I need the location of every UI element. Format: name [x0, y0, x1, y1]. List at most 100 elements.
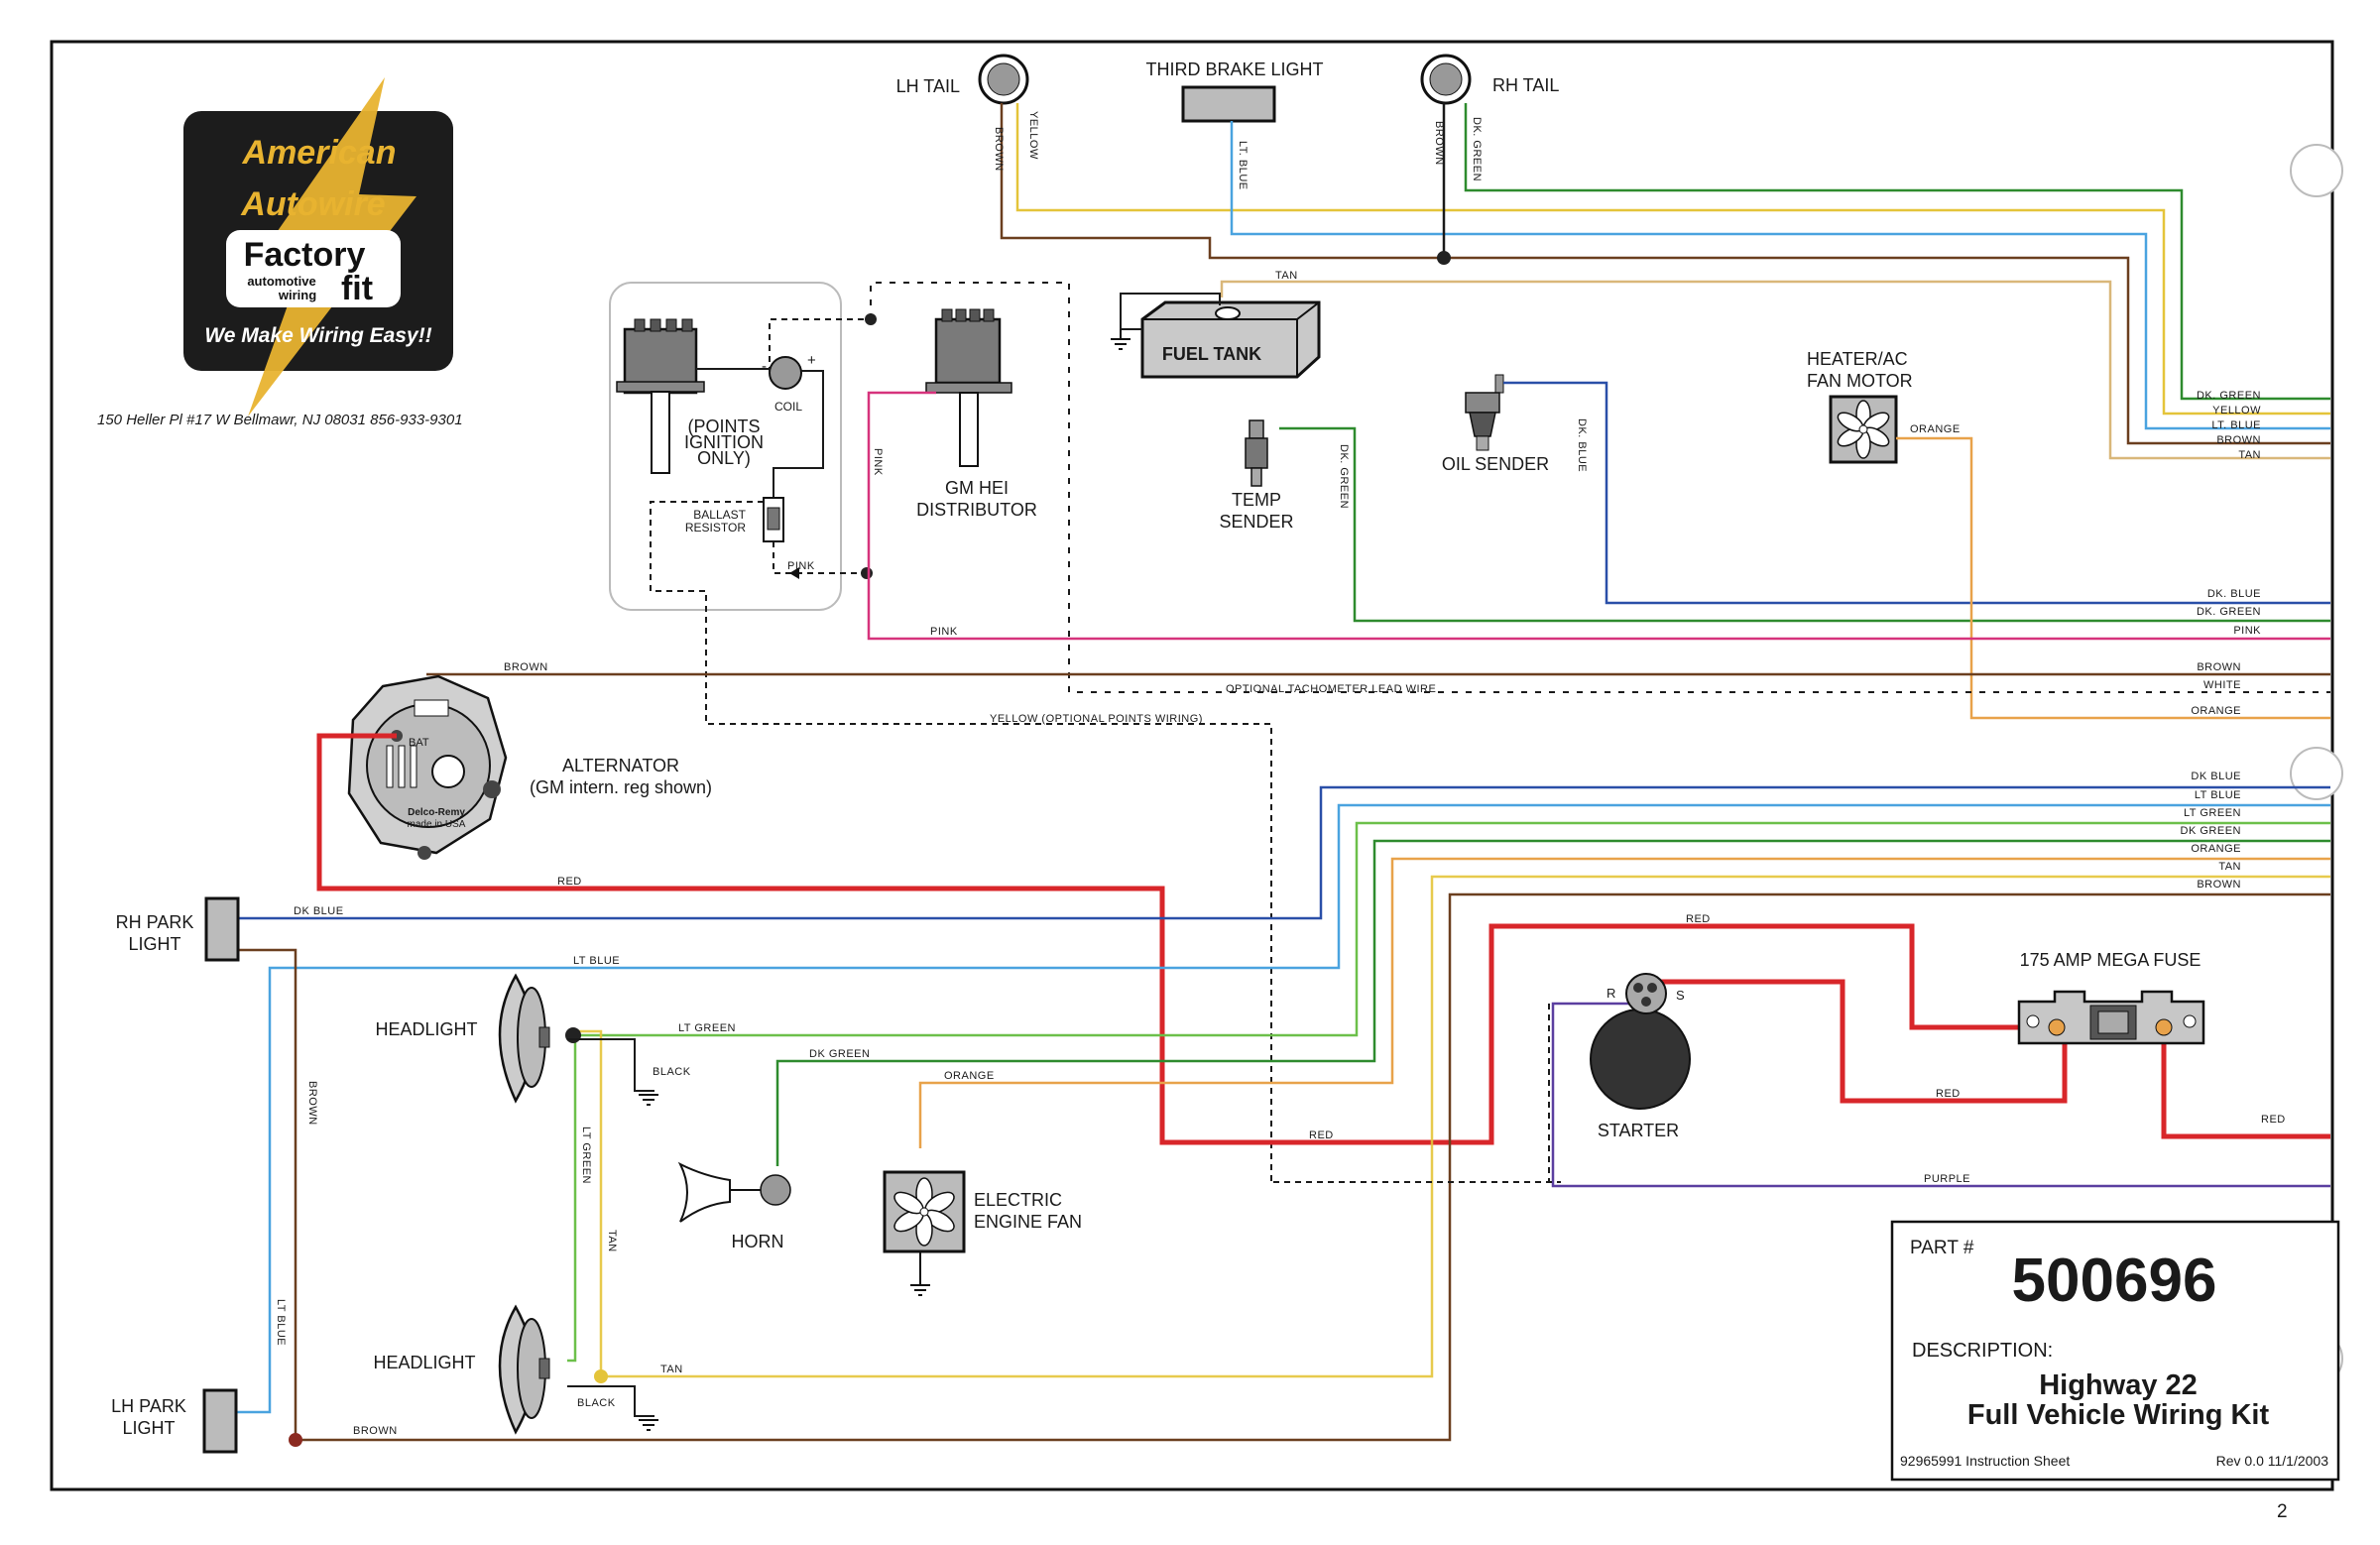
electric-engine-fan: ELECTRIC ENGINE FAN [883, 1170, 1082, 1296]
ballast-resistor: BALLAST RESISTOR [685, 497, 784, 542]
fan-icon [893, 1177, 955, 1247]
heater-fan-motor: HEATER/AC FAN MOTOR [1807, 349, 1913, 464]
right-bundle-2-labels: DK. BLUE DK. GREEN PINK [2197, 588, 2261, 637]
lh-tail-light: LH TAIL [896, 54, 1029, 105]
bundle4-label: DK GREEN [2181, 825, 2241, 837]
bundle3-label: WHITE [2203, 679, 2241, 691]
wire-black-headlight-bottom [567, 1385, 654, 1417]
brand-sub-1: automotive [247, 274, 315, 289]
bundle1-label: LT. BLUE [2211, 419, 2261, 431]
points-ignition-box [609, 282, 842, 611]
label-tan-fuel: TAN [1275, 270, 1298, 282]
label-red-main: RED [1309, 1129, 1334, 1141]
brand-line-1: American [242, 134, 397, 172]
label-dk-green-temp: DK. GREEN [1338, 444, 1350, 509]
coil-label: COIL [774, 400, 802, 414]
wire-dk-green-temp [1279, 426, 2330, 623]
points-label-2: IGNITION [684, 432, 764, 452]
wire-tan-fuel [1220, 280, 2330, 460]
mega-fuse: 175 AMP MEGA FUSE [2017, 950, 2205, 1045]
label-lt-blue-vertical: LT BLUE [275, 1299, 287, 1346]
label-black-bottom: BLACK [577, 1397, 616, 1409]
horn-label: HORN [732, 1232, 784, 1251]
temp-sender: TEMP SENDER [1219, 419, 1294, 532]
label-brown-park: BROWN [353, 1425, 398, 1437]
temp-sender-label-1: TEMP [1232, 490, 1281, 510]
bundle3-label: ORANGE [2191, 705, 2241, 717]
bundle4-label: LT BLUE [2195, 789, 2241, 801]
alt-bat-label: BAT [409, 737, 429, 749]
binder-hole [2290, 747, 2343, 800]
wire-dk-blue-front [234, 785, 2330, 920]
splice-node [1437, 251, 1451, 265]
label-tan-vertical: TAN [606, 1230, 618, 1252]
right-bundle-3-labels: BROWN WHITE ORANGE [2191, 661, 2241, 717]
rh-park-light: RH PARK LIGHT [116, 896, 240, 962]
label-orange-fan: ORANGE [944, 1070, 995, 1082]
starter-label: STARTER [1598, 1121, 1679, 1140]
wire-dk-green-rear [1464, 103, 2330, 401]
engine-sensor-wires [1279, 381, 2330, 720]
headlight-bottom-label: HEADLIGHT [373, 1353, 475, 1372]
bundle2-label: DK. GREEN [2197, 606, 2261, 618]
temp-sender-label-2: SENDER [1219, 512, 1293, 532]
rear-harness [1000, 103, 2330, 460]
points-label-3: ONLY) [697, 448, 751, 468]
wire-brown-front [234, 892, 2330, 1442]
page-number: 2 [2277, 1501, 2288, 1522]
points-label-1: (POINTS [687, 416, 760, 436]
label-black-top: BLACK [653, 1066, 691, 1078]
label-brown-lh: BROWN [993, 127, 1005, 172]
label-dk-green-horn: DK GREEN [809, 1048, 870, 1060]
wire-tan-headlight [575, 875, 2330, 1378]
bundle1-label: BROWN [2216, 434, 2261, 446]
heater-label-2: FAN MOTOR [1807, 371, 1913, 391]
coil-minus: - [762, 358, 767, 375]
wire-red-output [2161, 1027, 2330, 1139]
lh-park-label-2: LIGHT [122, 1418, 175, 1438]
label-lt-blue-brake: LT. BLUE [1237, 141, 1249, 190]
starter: R S STARTER [1590, 973, 1691, 1140]
brand-tagline: We Make Wiring Easy!! [204, 324, 431, 347]
label-orange-heater: ORANGE [1910, 423, 1961, 435]
label-lt-green-front: LT GREEN [678, 1022, 736, 1034]
horn: HORN [677, 1161, 791, 1251]
label-lt-blue-front: LT BLUE [573, 955, 620, 967]
bundle1-label: YELLOW [2212, 405, 2261, 416]
binder-hole [2290, 144, 2343, 197]
yellow-points-dashed-wire [650, 501, 1272, 1182]
alternator-label-2: (GM intern. reg shown) [530, 777, 712, 797]
label-red-alt: RED [557, 876, 582, 888]
ballast-dashed-wire [773, 541, 865, 574]
label-dk-green-rh: DK. GREEN [1471, 117, 1483, 181]
fan-label-1: ELECTRIC [974, 1190, 1062, 1210]
alt-brand-2: made in USA [408, 819, 466, 830]
right-bundle-4-labels: DK BLUE LT BLUE LT GREEN DK GREEN ORANGE… [2181, 771, 2241, 891]
description-label: DESCRIPTION: [1912, 1340, 2053, 1362]
splice-node [289, 1433, 302, 1447]
splice-node [565, 1027, 581, 1043]
part-label: PART # [1910, 1238, 1974, 1258]
ground-icon [639, 1094, 658, 1106]
instruction-sheet: 92965991 Instruction Sheet [1900, 1453, 2070, 1469]
wire-red-alternator [316, 733, 2053, 1145]
bundle2-label: PINK [2233, 625, 2261, 637]
ballast-label-1: BALLAST [693, 508, 746, 522]
wire-orange-heater [1896, 436, 2330, 720]
coil-dashed-wire [769, 318, 871, 373]
splice-node [865, 313, 877, 325]
third-brake-label: THIRD BRAKE LIGHT [1145, 59, 1323, 79]
label-red-fuse: RED [1936, 1088, 1961, 1100]
label-tan-headlight: TAN [660, 1364, 683, 1375]
arrow-icon [789, 567, 799, 579]
wire-lt-green-front [567, 821, 2330, 1363]
ignition-coil: - + COIL [762, 352, 816, 414]
rh-park-label-2: LIGHT [128, 934, 180, 954]
bundle1-label: TAN [2238, 449, 2261, 461]
wire-lt-blue-rear [1230, 121, 2330, 430]
front-harness [220, 785, 2330, 1442]
lh-tail-label: LH TAIL [896, 76, 960, 96]
bundle4-label: LT GREEN [2184, 807, 2241, 819]
wire-pink-ignition [867, 391, 2330, 641]
points-distributor: (POINTS IGNITION ONLY) [616, 318, 764, 474]
